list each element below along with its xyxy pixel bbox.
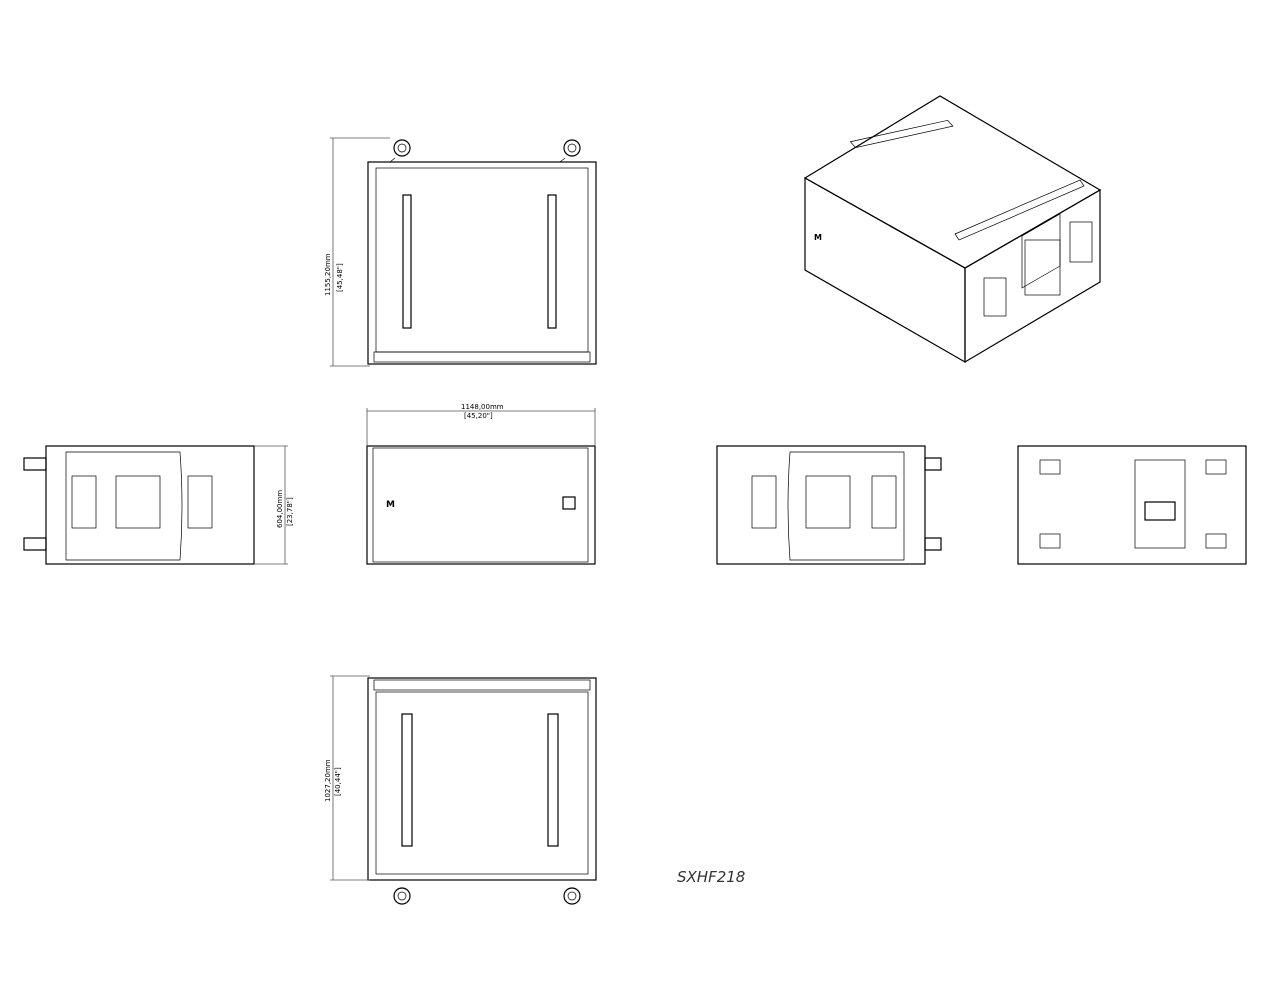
width-in: [45,20"] [464,412,493,420]
top-view [367,139,597,365]
bottom-view [367,677,597,905]
side-view-right [716,445,942,565]
isometric-view: M [803,95,1102,364]
height-dimension: 604,00mm [23,78"] [254,445,294,565]
bottom-depth-in: [40,44"] [334,767,342,796]
model-label: SXHF218 [677,868,745,886]
side-view-left [23,445,255,565]
rear-view [1017,445,1247,565]
top-depth-dimension: 1155,20mm [45,48"] [324,137,390,367]
brand-logo: M [814,233,822,242]
height-mm: 604,00mm [276,490,284,528]
height-in: [23,78"] [286,497,294,526]
width-mm: 1148,00mm [461,403,504,411]
brand-logo-front: M [386,500,395,510]
top-depth-mm: 1155,20mm [324,253,332,296]
front-view: M [366,445,596,565]
bottom-depth-mm: 1027,20mm [324,759,332,802]
width-dimension: 1148,00mm [45,20"] [366,403,596,446]
bottom-depth-dimension: 1027,20mm [40,44"] [324,675,370,881]
top-depth-in: [45,48"] [336,263,344,292]
